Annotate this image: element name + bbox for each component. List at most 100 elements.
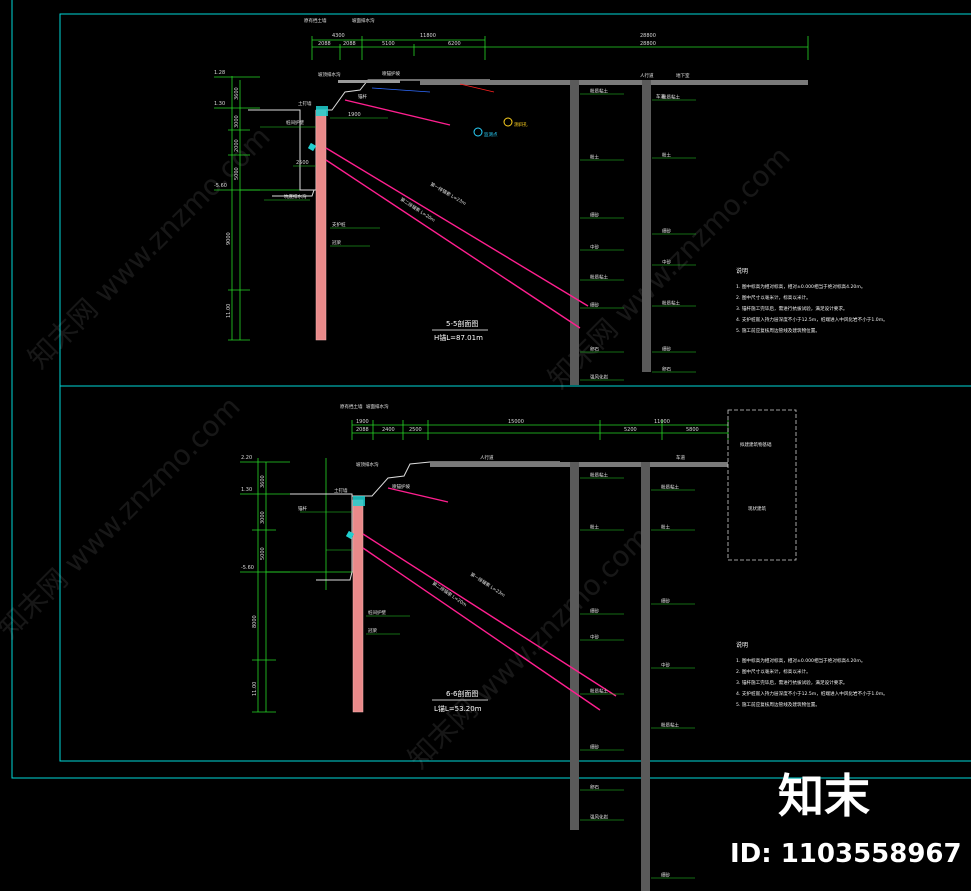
soil-layer-top-r-label-1: 粉土 — [662, 152, 671, 159]
soil-layer-top-r-label-3: 中砂 — [662, 259, 671, 266]
soil-layer-bottom-r-label-4: 粉质粘土 — [661, 722, 679, 729]
anchor-head-bottom — [345, 530, 355, 540]
dim-2088-b: 2088 — [343, 41, 356, 47]
existing-retaining-wall — [338, 80, 400, 83]
tag-b-top-drain: 坡顶排水沟 — [356, 461, 379, 468]
soil-layer-top-label-5: 细砂 — [590, 302, 599, 309]
dim-6200: 6200 — [448, 41, 461, 47]
soil-layer-top-label-7: 强风化岩 — [590, 374, 608, 381]
soil-layer-bottom-r-label-2: 细砂 — [661, 598, 670, 605]
tag-slope-drain: 坡面排水沟 — [352, 17, 375, 24]
note-bottom-1: 1. 图中标高为相对标高，相对±0.000相当于绝对标高4.20m。 — [736, 657, 865, 664]
soil-layer-top-r-label-6: 卵石 — [662, 366, 671, 373]
soil-layer-bottom-label-3: 中砂 — [590, 634, 599, 641]
vdim-b-8000: 8000 — [252, 615, 258, 628]
monitor-point-label: 监测点 — [484, 131, 498, 138]
dim-11800: 11800 — [420, 33, 436, 39]
soil-layer-bottom-r-label-3: 中砂 — [661, 662, 670, 669]
anchor-cables — [325, 99, 589, 329]
soil-layer-bottom-label-1: 粉土 — [590, 524, 599, 531]
soil-layer-bottom-label-2: 细砂 — [590, 608, 599, 615]
soil-layer-top-label-0: 粉质粘土 — [590, 88, 608, 95]
right-tag-b-sidewalk: 人行道 — [480, 454, 494, 461]
dim-1900: 1900 — [348, 112, 361, 118]
soil-layer-top-r-label-2: 细砂 — [662, 228, 671, 235]
note-top-4: 4. 支护桩嵌入持力层深度不小于12.5m，桩端进入中风化岩不小于1.0m。 — [736, 316, 888, 323]
dim-4300: 4300 — [332, 33, 345, 39]
soil-layer-top-label-1: 粉土 — [590, 154, 599, 161]
crown-beam — [316, 106, 328, 116]
tag-anchor-rod: 锚杆 — [358, 93, 367, 100]
note-bottom-2: 2. 图中尺寸以毫米计，标高以米计。 — [736, 668, 811, 675]
elev-top: 1.28 — [214, 70, 225, 76]
elev-mid: 1.30 — [214, 101, 225, 107]
dim-b-5800: 5800 — [686, 427, 699, 433]
vdim-3000: 3000 — [234, 115, 240, 128]
note-bottom-3: 3. 锚杆施工完毕后，需进行抗拔试验，满足设计要求。 — [736, 679, 848, 686]
dim-2500: 2500 — [296, 160, 309, 166]
tag-b-crown-beam: 冠梁 — [368, 627, 377, 634]
note-top-2: 2. 图中尺寸以毫米计，标高以米计。 — [736, 294, 811, 301]
tag-b-soil-nail: 土钉墙 — [334, 487, 348, 494]
note-bottom-4: 4. 支护桩嵌入持力层深度不小于12.5m，桩端进入中风化岩不小于1.0m。 — [736, 690, 888, 697]
top-dimension-chain — [311, 36, 809, 60]
soil-layer-top-r-label-5: 细砂 — [662, 346, 671, 353]
section-6-6-length: L锚L=53.20m — [434, 704, 482, 713]
right-tag-basement: 地下室 — [676, 72, 690, 79]
vertical-dimension-chain — [214, 76, 320, 341]
tag-b-spray-anchor: 喷锚护坡 — [392, 483, 410, 490]
elev-low: -5.60 — [214, 183, 227, 189]
vdim-3600: 3600 — [234, 87, 240, 100]
support-pile-bottom — [352, 499, 364, 713]
diagonal-watermarks: 知末网 www.znzmo.com 知末网 www.znzmo.com 知末网 … — [0, 120, 797, 775]
note-top-1: 1. 图中标高为相对标高，相对±0.000相当于绝对标高4.20m。 — [736, 283, 865, 290]
note-top-5: 5. 施工前应复核周边管线及建筑物位置。 — [736, 327, 820, 334]
soil-layer-bottom-label-0: 粉质粘土 — [590, 472, 608, 479]
soil-layer-top-label-3: 中砂 — [590, 244, 599, 251]
section-6-6: 1900 2088 2400 2500 15000 5200 11000 580… — [240, 403, 888, 891]
right-tag-b-lane: 车道 — [676, 454, 685, 461]
left-tag-group-bottom — [300, 511, 410, 635]
crown-beam-bottom — [353, 496, 365, 506]
dim-b-2500: 2500 — [409, 427, 422, 433]
anchor-label-b2: 第二排锚索 L=20m — [431, 580, 468, 608]
soil-layer-bottom-r-label-0: 粉质粘土 — [661, 484, 679, 491]
dim-b-5200: 5200 — [624, 427, 637, 433]
soil-layer-bottom-label-6: 卵石 — [590, 784, 599, 791]
existing-building-box — [727, 409, 797, 561]
pile-wall-right-bottom — [641, 462, 650, 891]
anchor-head — [307, 142, 317, 152]
tag-b-retaining-wall: 原有挡土墙 — [340, 403, 363, 410]
right-tag-lane: 车道 — [656, 93, 665, 100]
tag-b-anchor-rod: 锚杆 — [298, 505, 307, 512]
tag-b-pile-guard: 桩间护壁 — [368, 609, 386, 616]
section-5-5-title: 5-5剖面图 — [446, 319, 478, 328]
tag-retaining-wall: 原有挡土墙 — [304, 17, 327, 24]
left-tag-group — [260, 117, 388, 247]
tag-spray-anchor: 喷锚护坡 — [382, 70, 400, 77]
dim-5100: 5100 — [382, 41, 395, 47]
dim-2088-a: 2088 — [318, 41, 331, 47]
elev-b-top: 2.20 — [241, 455, 252, 461]
slope-profile — [248, 79, 490, 197]
vdim-b-3000: 3000 — [260, 511, 266, 524]
inner-drawing-frame — [59, 13, 971, 762]
dim-b-2400: 2400 — [382, 427, 395, 433]
support-pile — [315, 109, 327, 341]
vdim-2000: 2000 — [234, 139, 240, 152]
notes-title-bottom: 说明 — [736, 641, 748, 649]
note-top-3: 3. 锚杆施工完毕后，需进行抗拔试验，满足设计要求。 — [736, 305, 848, 312]
slope-profile-bottom — [290, 461, 560, 581]
box-label-building: 现状建筑 — [748, 505, 766, 512]
dim-28800-a: 28800 — [640, 33, 656, 39]
watermark-diagonal-3: 知末网 www.znzmo.com — [0, 390, 247, 645]
vdim-b-3600: 3600 — [260, 475, 266, 488]
dim-b-2088: 2088 — [356, 427, 369, 433]
anchor-cables-bottom — [362, 487, 617, 711]
watermark-brand: 知末 — [778, 769, 870, 823]
soil-layer-bottom-r-label-1: 粉土 — [661, 524, 670, 531]
tag-crown-beam: 冠梁 — [332, 239, 341, 246]
section-5-5-length: H锚L=87.01m — [434, 333, 483, 342]
box-label-foundation: 拟建建筑物基础 — [740, 441, 772, 448]
